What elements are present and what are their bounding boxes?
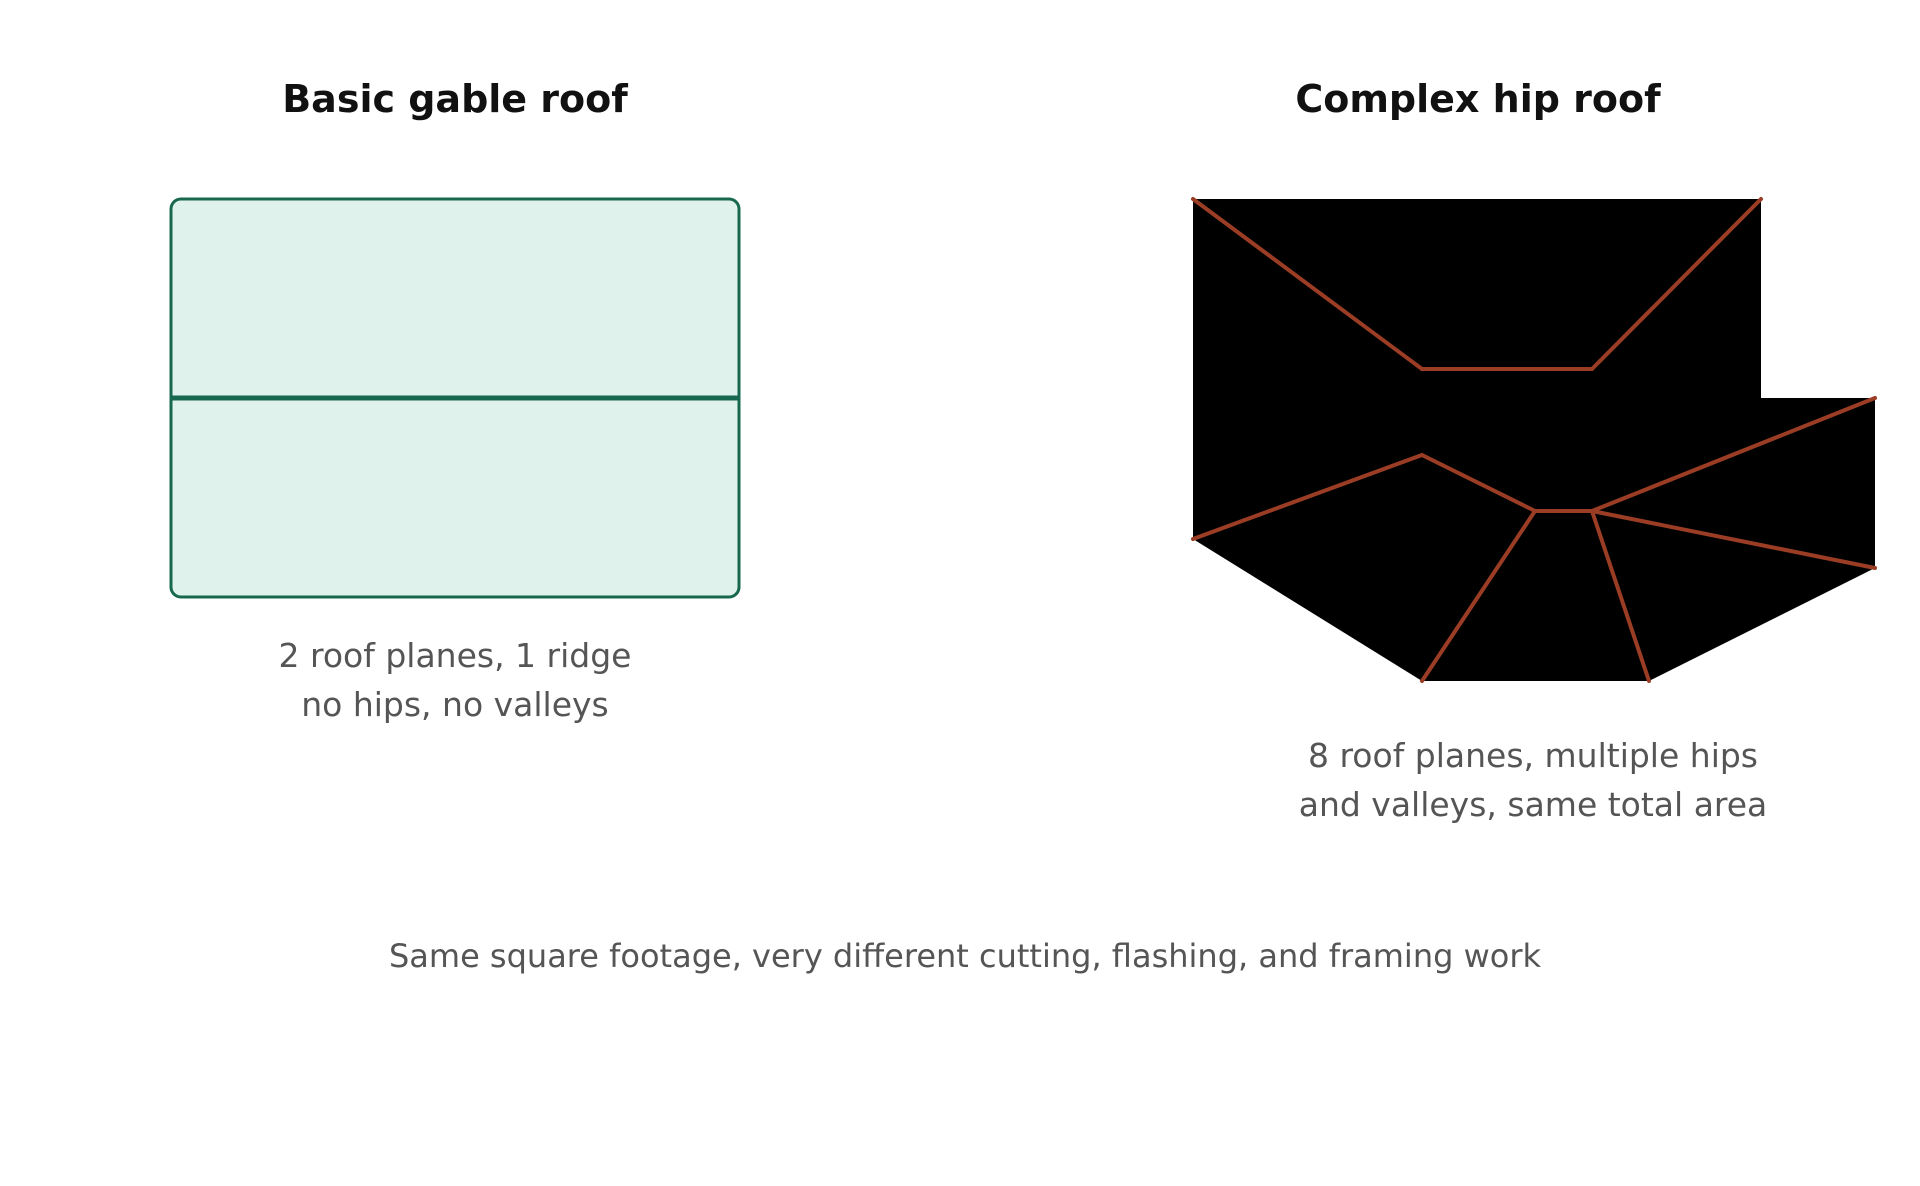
- hip-roof-title: Complex hip roof: [1295, 77, 1661, 121]
- valley-line: [1590, 396, 1877, 513]
- gable-caption-line-1: 2 roof planes, 1 ridge: [279, 636, 632, 675]
- comparison-footnote: Same square footage, very different cutt…: [389, 937, 1542, 975]
- hip-line: [1590, 509, 1877, 570]
- gable-roof-title: Basic gable roof: [282, 77, 628, 121]
- hip-caption-line-2: and valleys, same total area: [1299, 785, 1768, 824]
- hip-caption-line-1: 8 roof planes, multiple hips: [1308, 736, 1758, 775]
- hip-roof-lines: [1191, 197, 1877, 683]
- gable-roof-panel: Basic gable roof 2 roof planes, 1 ridge …: [169, 77, 741, 724]
- valley-line: [1420, 453, 1537, 513]
- hip-roof-outline: [1193, 199, 1875, 681]
- hip-line: [1590, 509, 1651, 683]
- hip-line: [1191, 453, 1424, 541]
- gable-caption-line-2: no hips, no valleys: [301, 685, 609, 724]
- hip-line: [1590, 197, 1763, 371]
- hip-line: [1191, 197, 1424, 371]
- hip-line: [1420, 509, 1537, 683]
- hip-roof-panel: Complex hip roof 8 roof planes, multiple…: [1191, 77, 1877, 824]
